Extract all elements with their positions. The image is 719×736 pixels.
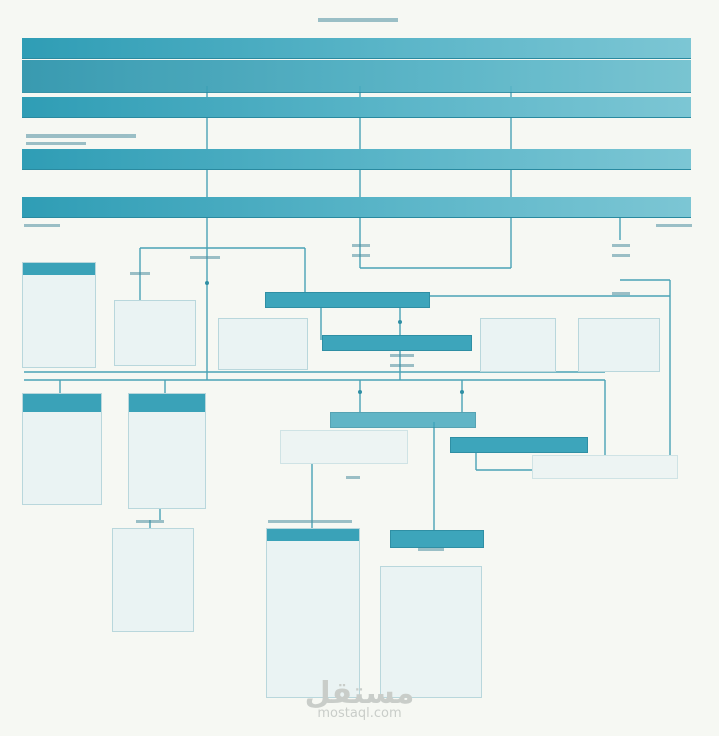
left-panel-c <box>218 318 308 370</box>
tier3-box-right <box>390 530 484 548</box>
center-box-2 <box>322 335 472 351</box>
tier2-box-center <box>330 412 476 428</box>
tier3-panel-b <box>266 528 360 698</box>
center-box-1 <box>265 292 430 308</box>
left-panel-a <box>22 262 96 368</box>
watermark-url: mostaql.com <box>317 706 402 721</box>
tier2-box-right <box>450 437 588 453</box>
right-panel-b <box>578 318 660 372</box>
tier2-ghost-right <box>532 455 678 479</box>
top-band-3 <box>22 97 691 117</box>
watermark-logo: مستقل <box>304 676 415 711</box>
tier2-ghost-center <box>280 430 408 464</box>
top-band-2 <box>22 60 691 92</box>
top-band-1 <box>22 38 691 58</box>
mid-band-2 <box>22 197 691 217</box>
tier3-panel-a <box>112 528 194 632</box>
tier2-panel-b <box>128 393 206 509</box>
left-panel-b <box>114 300 196 366</box>
right-panel-a <box>480 318 556 372</box>
tier2-panel-a <box>22 393 102 505</box>
mid-band-1 <box>22 149 691 169</box>
tier3-panel-c <box>380 566 482 698</box>
